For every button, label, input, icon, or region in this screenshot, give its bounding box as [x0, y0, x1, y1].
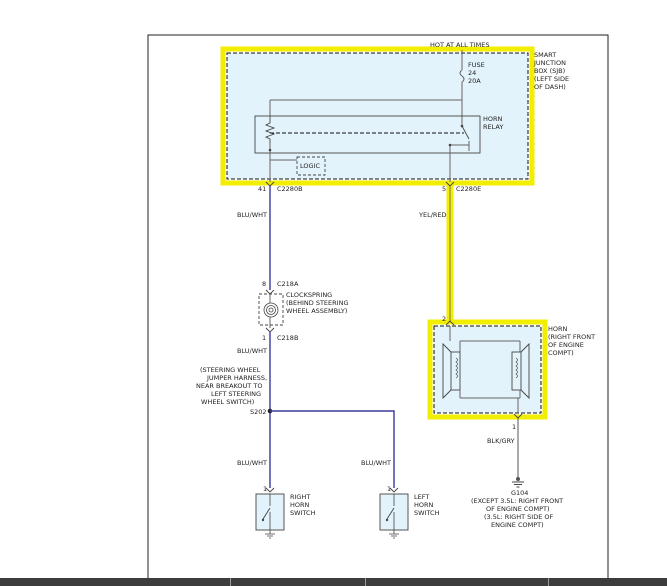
toolbar-separator — [548, 578, 549, 586]
c2280b-label: C2280B — [277, 185, 303, 193]
logic-label: LOGIC — [300, 162, 320, 170]
fuse-label-2: 24 — [468, 69, 476, 77]
horn-assembly: 2 1 HORN (RIGHT FRONT OF ENGINE COMPT) — [433, 315, 595, 431]
right-horn-magnet — [511, 351, 522, 391]
left-horn-cone — [442, 342, 452, 400]
fuse-icon — [459, 69, 465, 83]
blu-wht-label-1: BLU/WHT — [237, 211, 267, 219]
coil-dot — [268, 148, 272, 152]
toolbar-separator — [365, 578, 366, 586]
horn-label-1: HORN — [548, 325, 568, 333]
c2280b-pin: 41 — [258, 185, 266, 193]
sjb-label-5: OF DASH) — [534, 83, 566, 91]
ground-note-1: (EXCEPT 3.5L: RIGHT FRONT — [471, 497, 563, 505]
clockspring-coil-mid — [266, 305, 276, 315]
logic-box — [296, 156, 326, 176]
right-switch-label-2: HORN — [290, 501, 310, 509]
c2280e-label: C2280E — [456, 185, 481, 193]
ground-dot — [516, 477, 520, 481]
blu-wht-label-4: BLU/WHT — [361, 459, 391, 467]
out-dot — [448, 143, 452, 147]
clockspring-coil-outer — [263, 302, 279, 318]
blu-wht-wire-branch — [270, 410, 395, 488]
harness-note-1: (STEERING WHEEL — [200, 366, 261, 374]
splice-label: S202 — [250, 408, 267, 416]
left-horn-switch: 1 LEFT HORN SWITCH — [379, 485, 440, 539]
horn-highlight — [427, 319, 548, 420]
ground-icon — [512, 481, 524, 488]
clockspring-coil-inner — [268, 307, 274, 313]
hot-at-all-times-label: HOT AT ALL TIMES — [430, 41, 490, 49]
harness-note-4: LEFT STEERING — [211, 390, 261, 398]
toolbar-separator — [230, 578, 231, 586]
bottom-toolbar — [0, 578, 667, 586]
right-switch-label-1: RIGHT — [290, 493, 310, 501]
left-switch-label-1: LEFT — [414, 493, 429, 501]
right-switch-blade — [262, 507, 271, 520]
right-horn-cone — [520, 342, 530, 400]
blu-wht-label-3: BLU/WHT — [237, 459, 267, 467]
horn-relay-label-2: RELAY — [483, 123, 503, 131]
horn-top-connector-icon — [445, 320, 455, 326]
left-horn-magnet — [450, 351, 461, 391]
clockspring-box — [258, 293, 284, 326]
left-horn-coil — [455, 357, 458, 379]
relay-switch-icon — [461, 125, 470, 140]
horn-border — [433, 325, 542, 414]
clockspring-label-2: (BEHIND STEERING — [286, 299, 348, 307]
smart-junction-box: LOGIC — [226, 50, 529, 182]
horn-relay-label-1: HORN — [483, 115, 503, 123]
left-switch-blade — [386, 507, 395, 520]
ground-note-2: OF ENGINE COMPT) — [486, 505, 550, 513]
right-switch-connector-icon — [265, 487, 275, 493]
left-switch-label-2: HORN — [414, 501, 434, 509]
harness-note-3: NEAR BREAKOUT TO — [196, 382, 262, 390]
right-switch-pin: 1 — [263, 485, 267, 493]
horn-label-4: COMPT) — [548, 349, 574, 357]
c218b-pin: 1 — [262, 334, 266, 342]
sjb-border — [226, 52, 529, 180]
horn-pin-bottom: 1 — [512, 423, 516, 431]
sjb-label-4: (LEFT SIDE — [534, 75, 569, 83]
right-switch-ground-icon — [265, 533, 275, 539]
yel-red-label: YEL/RED — [418, 211, 447, 219]
c218b-label: C218B — [277, 334, 298, 342]
right-switch-contact — [261, 518, 265, 522]
fuse-label-1: FUSE — [468, 61, 485, 69]
sjb-label-1: SMART — [534, 51, 556, 59]
sjb-highlight — [220, 46, 535, 186]
right-horn-coil — [515, 357, 518, 379]
clockspring: 8 C218A 1 C218B CLOCKSPRING (BEHIND STEE… — [258, 280, 348, 342]
horn-pin-top: 2 — [442, 315, 446, 323]
ground-label: G104 — [511, 489, 528, 497]
c218a-label: C218A — [277, 280, 299, 288]
harness-note-2: JUMPER HARNESS, — [206, 374, 267, 382]
horn-label-3: OF ENGINE — [548, 341, 584, 349]
horn-relay-box — [254, 115, 481, 154]
fuse-label-3: 20A — [468, 77, 481, 85]
harness-note-5: WHEEL SWITCH) — [201, 398, 254, 406]
right-switch-label-3: SWITCH — [290, 509, 316, 517]
right-horn-switch: 1 RIGHT HORN SWITCH — [255, 485, 316, 539]
c2280e-pin: 5 — [442, 185, 446, 193]
sjb-label-3: BOX (SJB) — [534, 67, 565, 75]
clockspring-label-1: CLOCKSPRING — [286, 291, 332, 299]
left-switch-contact — [385, 518, 389, 522]
c218a-pin: 8 — [262, 280, 266, 288]
sjb-label-2: JUNCTION — [533, 59, 566, 67]
left-switch-connector-icon — [389, 487, 399, 493]
relay-contact-dot — [460, 124, 464, 128]
horn-label-2: (RIGHT FRONT — [548, 333, 595, 341]
ground-note-4: ENGINE COMPT) — [491, 521, 544, 529]
left-switch-ground-icon — [389, 533, 399, 539]
relay-coil-icon — [264, 118, 276, 147]
ground-note-3: (3.5L: RIGHT SIDE OF — [484, 513, 553, 521]
clockspring-label-3: WHEEL ASSEMBLY) — [286, 307, 347, 315]
left-switch-label-3: SWITCH — [414, 509, 440, 517]
blu-wht-label-2: BLU/WHT — [237, 347, 267, 355]
blk-gry-label: BLK/GRY — [487, 437, 515, 445]
left-switch-pin: 1 — [387, 485, 391, 493]
